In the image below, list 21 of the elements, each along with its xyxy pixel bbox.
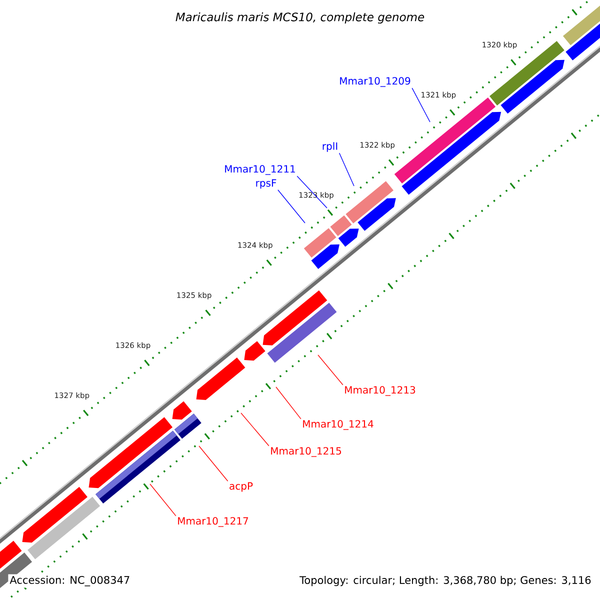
genome-info-label: Topology: circular; Length: 3,368,780 bp; Genes: 3,116 <box>300 576 591 586</box>
gene-label: rpsF <box>256 179 276 189</box>
title: Maricaulis maris MCS10, complete genome <box>176 12 424 24</box>
leader-line <box>150 484 176 516</box>
leader-line <box>318 354 344 386</box>
accession-label: Accession: NC_008347 <box>8 574 132 588</box>
gene-label: acpP <box>230 482 253 492</box>
gene-label: Mmar10_1217 <box>178 517 248 527</box>
gene-label: rplI <box>322 142 338 152</box>
leader-line <box>240 412 270 446</box>
leader-line <box>278 190 306 224</box>
leader-line <box>296 176 328 208</box>
leader-line <box>338 152 354 186</box>
leader-line <box>276 386 302 420</box>
gene-label: Mmar10_1213 <box>345 386 416 396</box>
gene-label: Mmar10_1209 <box>340 77 410 87</box>
gene-label: Mmar10_1211 <box>225 165 295 175</box>
gene-label: Mmar10_1214 <box>303 420 374 430</box>
leader-line <box>198 446 228 482</box>
leader-line <box>412 88 430 122</box>
gene-label: Mmar10_1215 <box>271 447 341 457</box>
